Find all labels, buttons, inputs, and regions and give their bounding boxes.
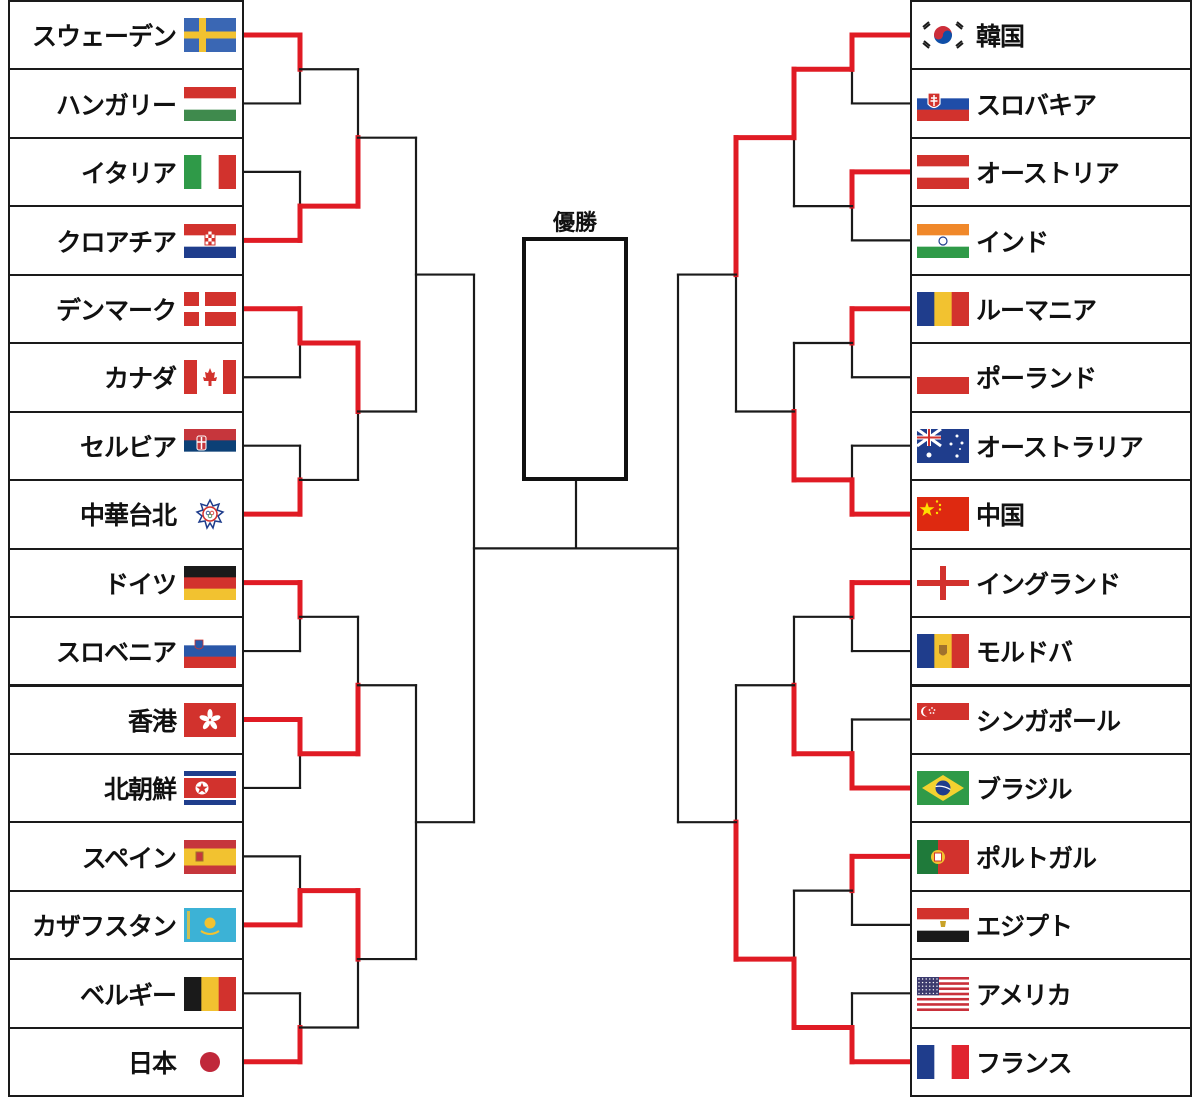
team-name: アメリカ bbox=[976, 980, 1072, 1010]
team-name: スロベニア bbox=[55, 638, 177, 668]
team-name: スウェーデン bbox=[31, 22, 177, 52]
team-name: ドイツ bbox=[103, 569, 177, 599]
hungary-flag-icon bbox=[184, 86, 236, 121]
team-slot: スロベニア bbox=[8, 616, 244, 687]
croatia-flag-icon bbox=[184, 223, 236, 258]
slovakia-flag-icon bbox=[917, 86, 969, 121]
team-name: シンガポール bbox=[976, 706, 1121, 736]
team-name: セルビア bbox=[79, 432, 177, 462]
team-slot: ハンガリー bbox=[8, 68, 244, 139]
team-name: 韓国 bbox=[976, 22, 1025, 52]
team-slot: スペイン bbox=[8, 821, 244, 892]
china-flag-icon bbox=[917, 497, 969, 532]
team-name: 中国 bbox=[976, 501, 1025, 531]
team-slot: イングランド bbox=[910, 547, 1192, 619]
team-name: ベルギー bbox=[79, 980, 177, 1010]
team-slot: 香港 bbox=[8, 684, 244, 755]
team-name: オーストラリア bbox=[976, 432, 1144, 462]
team-name: 日本 bbox=[127, 1048, 177, 1078]
moldova-flag-icon bbox=[917, 634, 969, 669]
spain-flag-icon bbox=[184, 839, 236, 874]
team-name: エジプト bbox=[976, 912, 1073, 942]
team-slot: カナダ bbox=[8, 342, 244, 413]
team-name: モルドバ bbox=[976, 638, 1073, 668]
france-flag-icon bbox=[917, 1044, 969, 1079]
team-slot: デンマーク bbox=[8, 273, 244, 345]
team-name: フランス bbox=[976, 1048, 1073, 1078]
team-slot: オーストラリア bbox=[910, 410, 1192, 482]
poland-flag-icon bbox=[917, 360, 969, 395]
champion-box bbox=[522, 237, 628, 481]
team-name: 中華台北 bbox=[79, 501, 177, 531]
australia-flag-icon bbox=[917, 428, 969, 463]
italy-flag-icon bbox=[184, 155, 236, 190]
belgium-flag-icon bbox=[184, 976, 236, 1011]
singapore-flag-icon bbox=[917, 702, 969, 737]
portugal-flag-icon bbox=[917, 839, 969, 874]
team-name: スペイン bbox=[81, 843, 177, 873]
team-slot: 韓国 bbox=[910, 0, 1192, 71]
sweden-flag-icon bbox=[184, 18, 236, 53]
hong-kong-flag-icon bbox=[184, 702, 236, 737]
team-slot: 北朝鮮 bbox=[8, 752, 244, 824]
team-name: 香港 bbox=[127, 706, 177, 736]
team-name: クロアチア bbox=[56, 227, 177, 257]
team-name: イタリア bbox=[80, 159, 177, 189]
south-korea-flag-icon bbox=[917, 18, 969, 53]
team-name: インド bbox=[976, 227, 1049, 257]
team-slot: ベルギー bbox=[8, 958, 244, 1029]
usa-flag-icon bbox=[917, 976, 969, 1011]
england-flag-icon bbox=[917, 565, 969, 600]
team-name: カザフスタン bbox=[31, 912, 177, 942]
team-slot: スウェーデン bbox=[8, 0, 244, 71]
team-name: 北朝鮮 bbox=[103, 775, 177, 805]
team-slot: 中華台北 bbox=[8, 479, 244, 550]
team-slot: アメリカ bbox=[910, 958, 1192, 1029]
team-name: スロバキア bbox=[976, 90, 1097, 120]
canada-flag-icon bbox=[184, 360, 236, 395]
team-slot: インド bbox=[910, 205, 1192, 276]
team-slot: ポルトガル bbox=[910, 821, 1192, 892]
slovenia-flag-icon bbox=[184, 634, 236, 669]
team-name: ポーランド bbox=[976, 364, 1097, 394]
team-slot: カザフスタン bbox=[8, 889, 244, 961]
india-flag-icon bbox=[917, 223, 969, 258]
team-name: デンマーク bbox=[55, 296, 177, 326]
team-slot: シンガポール bbox=[910, 684, 1192, 755]
team-name: ブラジル bbox=[976, 775, 1073, 805]
germany-flag-icon bbox=[184, 565, 236, 600]
denmark-flag-icon bbox=[184, 292, 236, 327]
team-name: イングランド bbox=[976, 569, 1121, 599]
romania-flag-icon bbox=[917, 292, 969, 327]
team-slot: 日本 bbox=[8, 1026, 244, 1098]
team-slot: イタリア bbox=[8, 136, 244, 208]
team-slot: スロバキア bbox=[910, 68, 1192, 139]
team-slot: 中国 bbox=[910, 479, 1192, 550]
team-slot: ブラジル bbox=[910, 752, 1192, 824]
team-slot: ポーランド bbox=[910, 342, 1192, 413]
serbia-flag-icon bbox=[184, 428, 236, 463]
team-slot: クロアチア bbox=[8, 205, 244, 276]
team-slot: ドイツ bbox=[8, 547, 244, 619]
brazil-flag-icon bbox=[917, 771, 969, 806]
north-korea-flag-icon bbox=[184, 771, 236, 806]
egypt-flag-icon bbox=[917, 908, 969, 943]
team-slot: モルドバ bbox=[910, 616, 1192, 687]
team-name: カナダ bbox=[103, 364, 177, 394]
team-slot: ルーマニア bbox=[910, 273, 1192, 345]
champion-label: 優勝 bbox=[552, 211, 597, 236]
team-slot: フランス bbox=[910, 1026, 1192, 1098]
team-name: ポルトガル bbox=[976, 843, 1097, 873]
chinese-taipei-flag-icon bbox=[184, 497, 236, 532]
team-name: オーストリア bbox=[976, 159, 1120, 189]
japan-flag-icon bbox=[184, 1044, 236, 1079]
team-slot: セルビア bbox=[8, 410, 244, 482]
team-name: ハンガリー bbox=[55, 90, 177, 120]
kazakhstan-flag-icon bbox=[184, 908, 236, 943]
team-name: ルーマニア bbox=[976, 296, 1097, 326]
team-slot: エジプト bbox=[910, 889, 1192, 961]
team-slot: オーストリア bbox=[910, 136, 1192, 208]
austria-flag-icon bbox=[917, 155, 969, 190]
